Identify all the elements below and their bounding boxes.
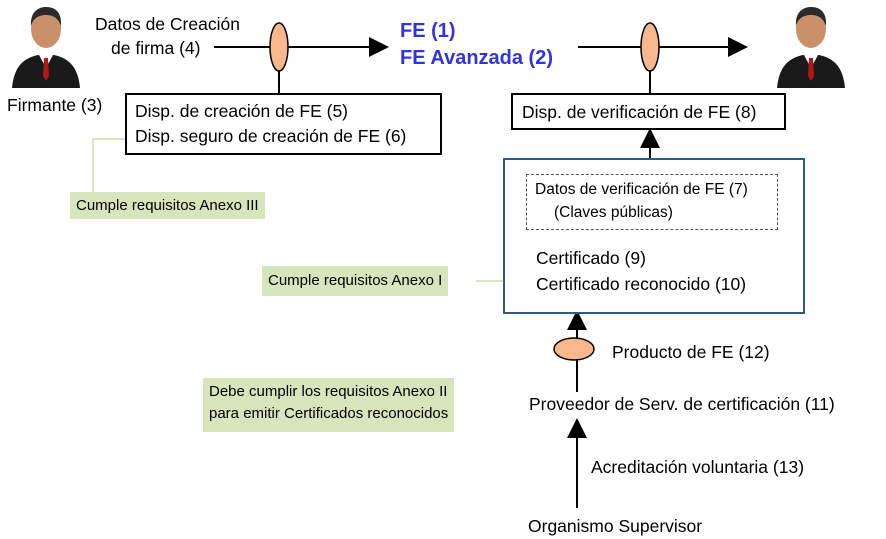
connector-anexo3 [92,138,126,193]
label-disp-seguro: Disp. seguro de creación de FE (6) [135,126,407,146]
ellipse-producto [553,337,595,361]
note-anexo2: Debe cumplir los requisitos Anexo II par… [203,378,455,432]
person-icon-left [12,7,80,88]
person-icon-right [777,7,845,88]
label-acreditacion: Acreditación voluntaria (13) [591,457,805,477]
label-disp-verificacion: Disp. de verificación de FE (8) [522,102,757,122]
box-datos-verificacion: Datos de verificación de FE (7) (Claves … [526,174,778,230]
label-certificado-reconocido: Certificado reconocido (10) [536,274,747,294]
note-anexo1: Cumple requisitos Anexo I [262,266,449,296]
label-datos-creacion-l2: de firma (4) [111,38,201,58]
label-disp-creacion: Disp. de creación de FE (5) [135,101,349,121]
ellipse-left [269,22,289,72]
label-proveedor: Proveedor de Serv. de certificación (11) [529,394,835,414]
label-organismo: Organismo Supervisor [528,516,703,536]
note-anexo3: Cumple requisitos Anexo III [70,192,265,219]
label-fe-avanzada: FE Avanzada (2) [400,47,553,69]
note-anexo2-l2: para emitir Certificados reconocidos [209,405,449,422]
label-certificado: Certificado (9) [536,248,646,268]
label-datos-verif-l1: Datos de verificación de FE (7) [535,181,748,198]
label-datos-creacion-l1: Datos de Creación [95,14,240,34]
label-producto-fe: Producto de FE (12) [612,342,770,362]
label-datos-verif-l2: (Claves públicas) [554,204,673,221]
box-disp-verificacion: Disp. de verificación de FE (8) [511,93,786,130]
box-certificado: Datos de verificación de FE (7) (Claves … [503,158,805,314]
note-anexo2-l1: Debe cumplir los requisitos Anexo II [209,383,448,400]
label-fe: FE (1) [400,20,456,42]
label-firmante: Firmante (3) [7,95,103,115]
box-disp-creacion: Disp. de creación de FE (5) Disp. seguro… [125,93,442,155]
ellipse-right [640,22,660,72]
